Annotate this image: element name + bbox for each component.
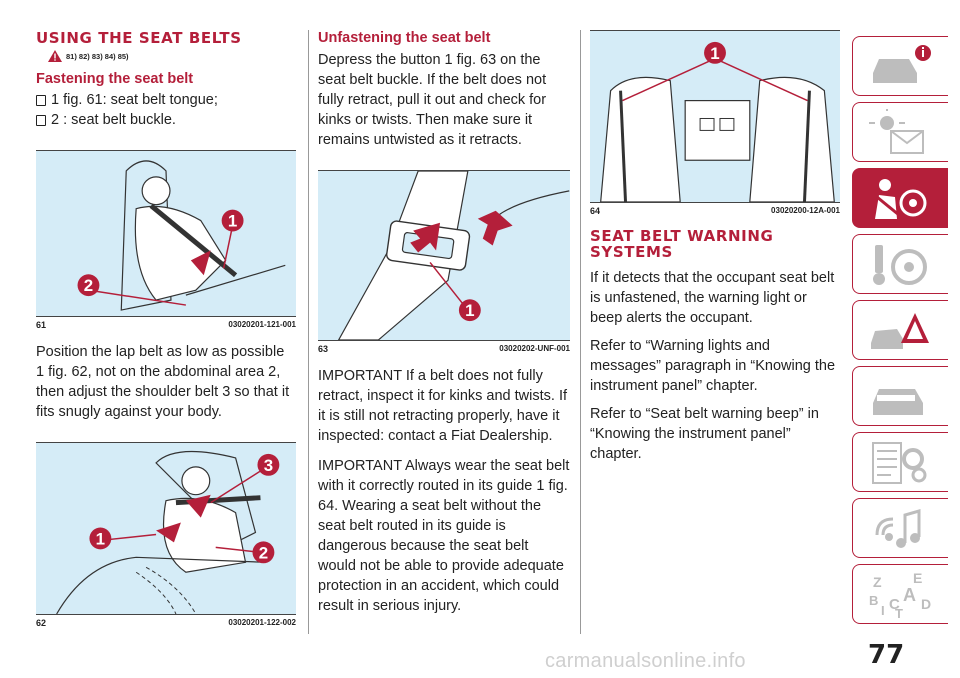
index-letter: D	[921, 596, 931, 612]
tab-technical-data[interactable]	[852, 432, 948, 492]
lap-belt-position-illustration: 3 1 2	[56, 450, 280, 614]
figure-62-caption: 62 03020201-122-002	[36, 614, 296, 628]
seatbelt-airbag-icon	[875, 179, 927, 219]
index-letter: I	[881, 603, 885, 618]
unfasten-paragraph: Depress the button 1 fig. 63 on the seat…	[318, 52, 547, 148]
column-divider	[580, 30, 581, 634]
figure-code: 03020201-121-001	[228, 320, 296, 329]
warning-lights-icon	[869, 109, 924, 154]
tab-starting-driving[interactable]	[852, 234, 948, 294]
car-maintenance-icon	[873, 389, 923, 415]
buckle-release-illustration: 1	[337, 171, 570, 340]
warning-paragraph-2: Refer to “Warning lights and messages” p…	[590, 338, 836, 394]
warning-refs: 81) 82) 83) 84) 85)	[48, 50, 296, 62]
bullet-text-1: 1 fig. 61: seat belt tongue;	[51, 92, 218, 108]
tab-warning-lights[interactable]	[852, 102, 948, 162]
fig63-badge-1: 1	[465, 301, 474, 320]
index-icon: Z E A B C D I T	[869, 571, 931, 619]
figure-code: 03020201-122-002	[228, 618, 296, 627]
fig62-badge-1: 1	[96, 529, 105, 548]
figure-61-caption: 61 03020201-121-001	[36, 316, 296, 330]
checkbox-bullet-icon	[36, 114, 46, 126]
crash-emergency-icon	[871, 313, 929, 349]
index-letter: B	[869, 593, 878, 608]
section-title-warning-systems: SEAT BELT WARNING SYSTEMS	[590, 227, 774, 261]
figure-number: 61	[36, 320, 47, 330]
tab-emergency[interactable]	[852, 300, 948, 360]
multimedia-icon	[875, 509, 921, 548]
bullet-item: 1 fig. 61: seat belt tongue;	[36, 90, 296, 110]
warning-paragraph-1: If it detects that the occupant seat bel…	[590, 270, 835, 326]
figure-code: 03020202-UNF-001	[499, 344, 570, 353]
tab-index[interactable]: Z E A B C D I T	[852, 564, 948, 624]
tab-safety[interactable]	[852, 168, 948, 228]
index-letter: T	[895, 606, 903, 619]
tab-maintenance[interactable]	[852, 366, 948, 426]
column-1: USING THE SEAT BELTS 81) 82) 83) 84) 85)…	[36, 30, 296, 640]
figure-number: 63	[318, 344, 329, 354]
figure-61: 1 2	[36, 150, 296, 316]
technical-data-icon	[872, 442, 927, 484]
chapter-tabs: Z E A B C D I T	[852, 36, 948, 630]
bullet-text-2: 2 : seat belt buckle.	[51, 112, 176, 128]
checkbox-bullet-icon	[36, 94, 46, 106]
figure-number: 64	[590, 206, 601, 216]
lap-belt-paragraph: Position the lap belt as low as possible…	[36, 344, 290, 420]
tab-car-info[interactable]	[852, 36, 948, 96]
watermark: carmanualsonline.info	[545, 650, 746, 672]
fig61-badge-2: 2	[84, 276, 93, 295]
important-note-1: IMPORTANT If a belt does not fully retra…	[318, 368, 567, 444]
important-note-2: IMPORTANT Always wear the seat belt with…	[318, 458, 570, 614]
heading-fastening: Fastening the seat belt	[36, 71, 194, 87]
seat-belt-tongue-illustration: 1 2	[77, 160, 286, 311]
key-steering-icon	[873, 245, 927, 285]
heading-unfastening: Unfastening the seat belt	[318, 30, 491, 46]
column-2: Unfastening the seat belt Depress the bu…	[318, 30, 570, 616]
bullet-item: 2 : seat belt buckle.	[36, 110, 296, 130]
column-3: 1 64 03020200-12A-001 SEAT BELT WARNING …	[590, 30, 840, 464]
figure-code: 03020200-12A-001	[771, 206, 840, 215]
figure-64: 1	[590, 30, 840, 202]
tab-multimedia[interactable]	[852, 498, 948, 558]
figure-62: 3 1 2	[36, 442, 296, 614]
fig61-badge-1: 1	[228, 212, 237, 231]
column-divider	[308, 30, 309, 634]
figure-number: 62	[36, 618, 47, 628]
car-info-icon	[873, 45, 931, 83]
fig62-badge-2: 2	[259, 543, 268, 562]
index-letter: C	[889, 596, 900, 613]
fig64-badge-1: 1	[710, 44, 719, 63]
figure-63: 1	[318, 170, 570, 340]
section-title-using-seat-belts: USING THE SEAT BELTS	[36, 29, 242, 47]
index-letter: A	[903, 585, 916, 605]
warning-refs-text: 81) 82) 83) 84) 85)	[66, 51, 129, 61]
figure-63-caption: 63 03020202-UNF-001	[318, 340, 570, 354]
warning-triangle-icon	[48, 50, 62, 62]
index-letter: Z	[873, 574, 882, 590]
figure-64-caption: 64 03020200-12A-001	[590, 202, 840, 216]
page-number: 77	[868, 640, 905, 670]
belt-guide-illustration: 1	[600, 41, 835, 202]
fig62-badge-3: 3	[264, 456, 273, 475]
warning-paragraph-3: Refer to “Seat belt warning beep” in “Kn…	[590, 406, 819, 462]
index-letter: E	[913, 571, 922, 586]
